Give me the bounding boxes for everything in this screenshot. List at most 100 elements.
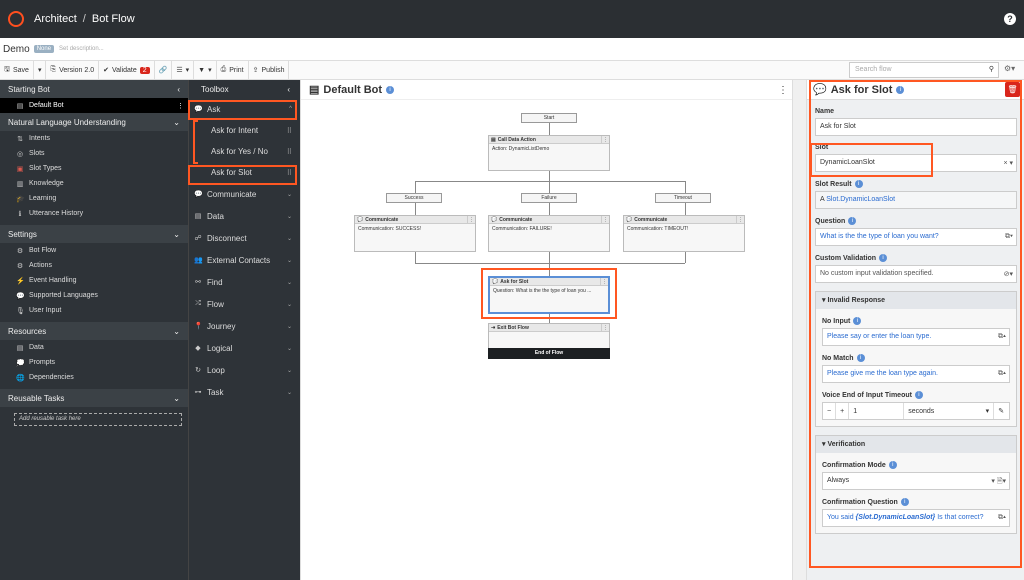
save-button[interactable]: 🖫Save bbox=[0, 60, 34, 80]
drag-handle-icon[interactable]: ⠿ bbox=[286, 127, 292, 135]
toolbox-category-communicate[interactable]: 💬Communicate⌄ bbox=[194, 189, 292, 199]
settings-header[interactable]: Settings⌄ bbox=[0, 225, 188, 243]
communicate-failure-node[interactable]: 💬Communicate Communication: FAILURE! ⋮ bbox=[488, 215, 610, 252]
print-button[interactable]: ⎙Print bbox=[217, 60, 249, 80]
no-match-field[interactable]: Please give me the loan type again.⧉▴ bbox=[822, 365, 1010, 383]
communicate-success-node[interactable]: 💬Communicate Communication: SUCCESS! ⋮ bbox=[354, 215, 476, 252]
save-dropdown[interactable]: ▾ bbox=[34, 60, 47, 80]
confirmation-question-field[interactable]: You said {Slot.DynamicLoanSlot} Is that … bbox=[822, 509, 1010, 527]
toolbox-category-task[interactable]: ⊶Task⌄ bbox=[194, 387, 293, 397]
no-input-field[interactable]: Please say or enter the loan type.⧉▴ bbox=[822, 328, 1010, 346]
failure-path[interactable]: Failure bbox=[521, 193, 577, 203]
drag-handle-icon[interactable]: ⠿ bbox=[286, 148, 292, 156]
success-path[interactable]: Success bbox=[386, 193, 442, 203]
sidebar-item-dependencies[interactable]: 🌐Dependencies bbox=[16, 374, 74, 382]
flow-description[interactable]: Set description... bbox=[59, 46, 104, 52]
sidebar-item-learning[interactable]: 🎓Learning bbox=[16, 195, 57, 203]
sidebar-item-supported-languages[interactable]: 💬Supported Languages bbox=[16, 292, 98, 300]
delete-button[interactable]: 🗑 bbox=[1005, 82, 1020, 97]
sidebar-item-prompts[interactable]: 💭Prompts bbox=[16, 359, 56, 367]
communicate-timeout-node[interactable]: 💬Communicate Communication: TIMEOUT! ⋮ bbox=[623, 215, 745, 252]
dropdown-icon[interactable]: ▾ 🗎▾ bbox=[991, 478, 1006, 485]
start-node[interactable]: Start bbox=[521, 113, 577, 123]
expression-menu-icon[interactable]: ⧉▾ bbox=[1005, 233, 1013, 240]
kebab-icon[interactable]: ⋮ bbox=[736, 216, 743, 224]
expression-menu-icon[interactable]: ⧉▴ bbox=[998, 333, 1006, 340]
slot-select[interactable]: DynamicLoanSlot× ▾ bbox=[815, 154, 1017, 172]
kebab-icon[interactable]: ⋮ bbox=[601, 324, 608, 332]
toolbox-category-loop[interactable]: ↻Loop⌄ bbox=[195, 365, 292, 375]
plus-icon[interactable]: + bbox=[836, 403, 850, 419]
canvas-scrollbar[interactable] bbox=[792, 80, 806, 580]
expression-menu-icon[interactable]: ⧉▴ bbox=[998, 370, 1006, 377]
list-button[interactable]: ☰▾ bbox=[172, 60, 195, 80]
resources-header[interactable]: Resources⌄ bbox=[0, 322, 188, 340]
version-button[interactable]: ⎘Version 2.0 bbox=[46, 60, 100, 80]
flow-name[interactable]: Demo bbox=[3, 43, 30, 55]
slot-result-field[interactable]: A Slot.DynamicLoanSlot bbox=[815, 191, 1017, 209]
timeout-unit-select[interactable]: seconds▾ bbox=[904, 403, 995, 419]
question-field[interactable]: What is the the type of loan you want?⧉▾ bbox=[815, 228, 1017, 246]
toolbox-category-data[interactable]: ▤Data⌄ bbox=[194, 211, 292, 221]
drag-handle-icon[interactable]: ⠿ bbox=[286, 169, 292, 177]
verification-toggle[interactable]: ▾ Verification bbox=[816, 436, 1016, 453]
gear-icon[interactable]: ⚙▾ bbox=[1004, 64, 1016, 73]
custom-validation-field[interactable]: No custom input validation specified.⊘▾ bbox=[815, 265, 1017, 283]
toolbox-category-disconnect[interactable]: ☍Disconnect⌄ bbox=[194, 233, 292, 243]
confirmation-mode-select[interactable]: Always▾ 🗎▾ bbox=[822, 472, 1010, 490]
sidebar-item-intents[interactable]: ⇅Intents bbox=[17, 135, 51, 143]
pencil-icon[interactable]: ✎ bbox=[998, 408, 1005, 415]
sidebar-item-knowledge[interactable]: ▥Knowledge bbox=[16, 180, 64, 188]
chevron-left-icon[interactable]: ‹ bbox=[287, 84, 290, 94]
kebab-icon[interactable]: ⋮ bbox=[177, 102, 184, 110]
publish-button[interactable]: ⇪Publish bbox=[249, 60, 290, 80]
nlu-header[interactable]: Natural Language Understanding⌄ bbox=[0, 113, 188, 131]
app-title[interactable]: Architect bbox=[34, 13, 77, 25]
name-input[interactable]: Ask for Slot bbox=[815, 118, 1017, 136]
call-data-action-node[interactable]: ▤Call Data Action Action: DynamicListDem… bbox=[488, 135, 610, 171]
timeout-value-input[interactable]: 1 bbox=[849, 403, 905, 419]
info-icon[interactable]: i bbox=[854, 180, 863, 188]
ask-for-slot-node[interactable]: 💬Ask for Slot Question: What is the the … bbox=[488, 276, 610, 314]
toolbox-category-find[interactable]: ⚯Find⌄ bbox=[195, 277, 292, 287]
info-icon[interactable]: i bbox=[914, 391, 923, 399]
toolbox-category-flow[interactable]: ⤮Flow⌄ bbox=[195, 299, 292, 309]
info-icon[interactable]: i bbox=[888, 461, 897, 469]
toolbox-category-external-contacts[interactable]: 👥External Contacts⌄ bbox=[194, 255, 292, 265]
sidebar-item-slot-types[interactable]: ▣Slot Types bbox=[16, 165, 62, 173]
info-icon[interactable]: i bbox=[386, 85, 395, 94]
minus-icon[interactable]: − bbox=[823, 403, 837, 419]
expression-menu-icon[interactable]: ⧉▴ bbox=[998, 514, 1006, 521]
clear-dropdown-icon[interactable]: × ▾ bbox=[1003, 160, 1013, 167]
starting-bot-header[interactable]: Starting Bot‹ bbox=[0, 80, 188, 98]
toolbox-item-ask-for-yes-no[interactable]: Ask for Yes / No⠿ bbox=[211, 147, 292, 156]
info-icon[interactable]: i bbox=[853, 317, 862, 325]
help-icon[interactable]: ? bbox=[1004, 13, 1016, 25]
filter-button[interactable]: ▼▾ bbox=[194, 60, 217, 80]
toolbox-category-logical[interactable]: ◆Logical⌄ bbox=[195, 343, 292, 353]
timeout-path[interactable]: Timeout bbox=[655, 193, 711, 203]
kebab-icon[interactable]: ⋮ bbox=[778, 85, 788, 96]
link-button[interactable]: 🔗 bbox=[155, 60, 173, 80]
kebab-icon[interactable]: ⋮ bbox=[600, 278, 607, 286]
toolbox-category-journey[interactable]: 📍Journey⌄ bbox=[194, 321, 292, 331]
search-flow-input[interactable]: Search flow⚲ bbox=[849, 62, 999, 78]
sidebar-item-bot-flow[interactable]: ⚙Bot Flow bbox=[16, 247, 57, 255]
sidebar-item-user-input[interactable]: 🎙User Input bbox=[16, 307, 62, 315]
default-bot-item[interactable]: ▤Default Bot⋮ bbox=[0, 98, 188, 113]
toolbox-item-ask-for-slot[interactable]: Ask for Slot⠿ bbox=[211, 168, 292, 177]
sidebar-item-data[interactable]: ▤Data bbox=[16, 344, 44, 352]
info-icon[interactable]: i bbox=[900, 498, 909, 506]
kebab-icon[interactable]: ⋮ bbox=[601, 136, 608, 144]
sidebar-item-slots[interactable]: ◎Slots bbox=[16, 150, 45, 158]
chevron-left-icon[interactable]: ‹ bbox=[177, 84, 180, 94]
kebab-icon[interactable]: ⋮ bbox=[601, 216, 608, 224]
kebab-icon[interactable]: ⋮ bbox=[467, 216, 474, 224]
info-icon[interactable]: i bbox=[848, 217, 857, 225]
info-icon[interactable]: i bbox=[896, 85, 905, 94]
reusable-tasks-header[interactable]: Reusable Tasks⌄ bbox=[0, 389, 188, 407]
info-icon[interactable]: i bbox=[879, 254, 888, 262]
